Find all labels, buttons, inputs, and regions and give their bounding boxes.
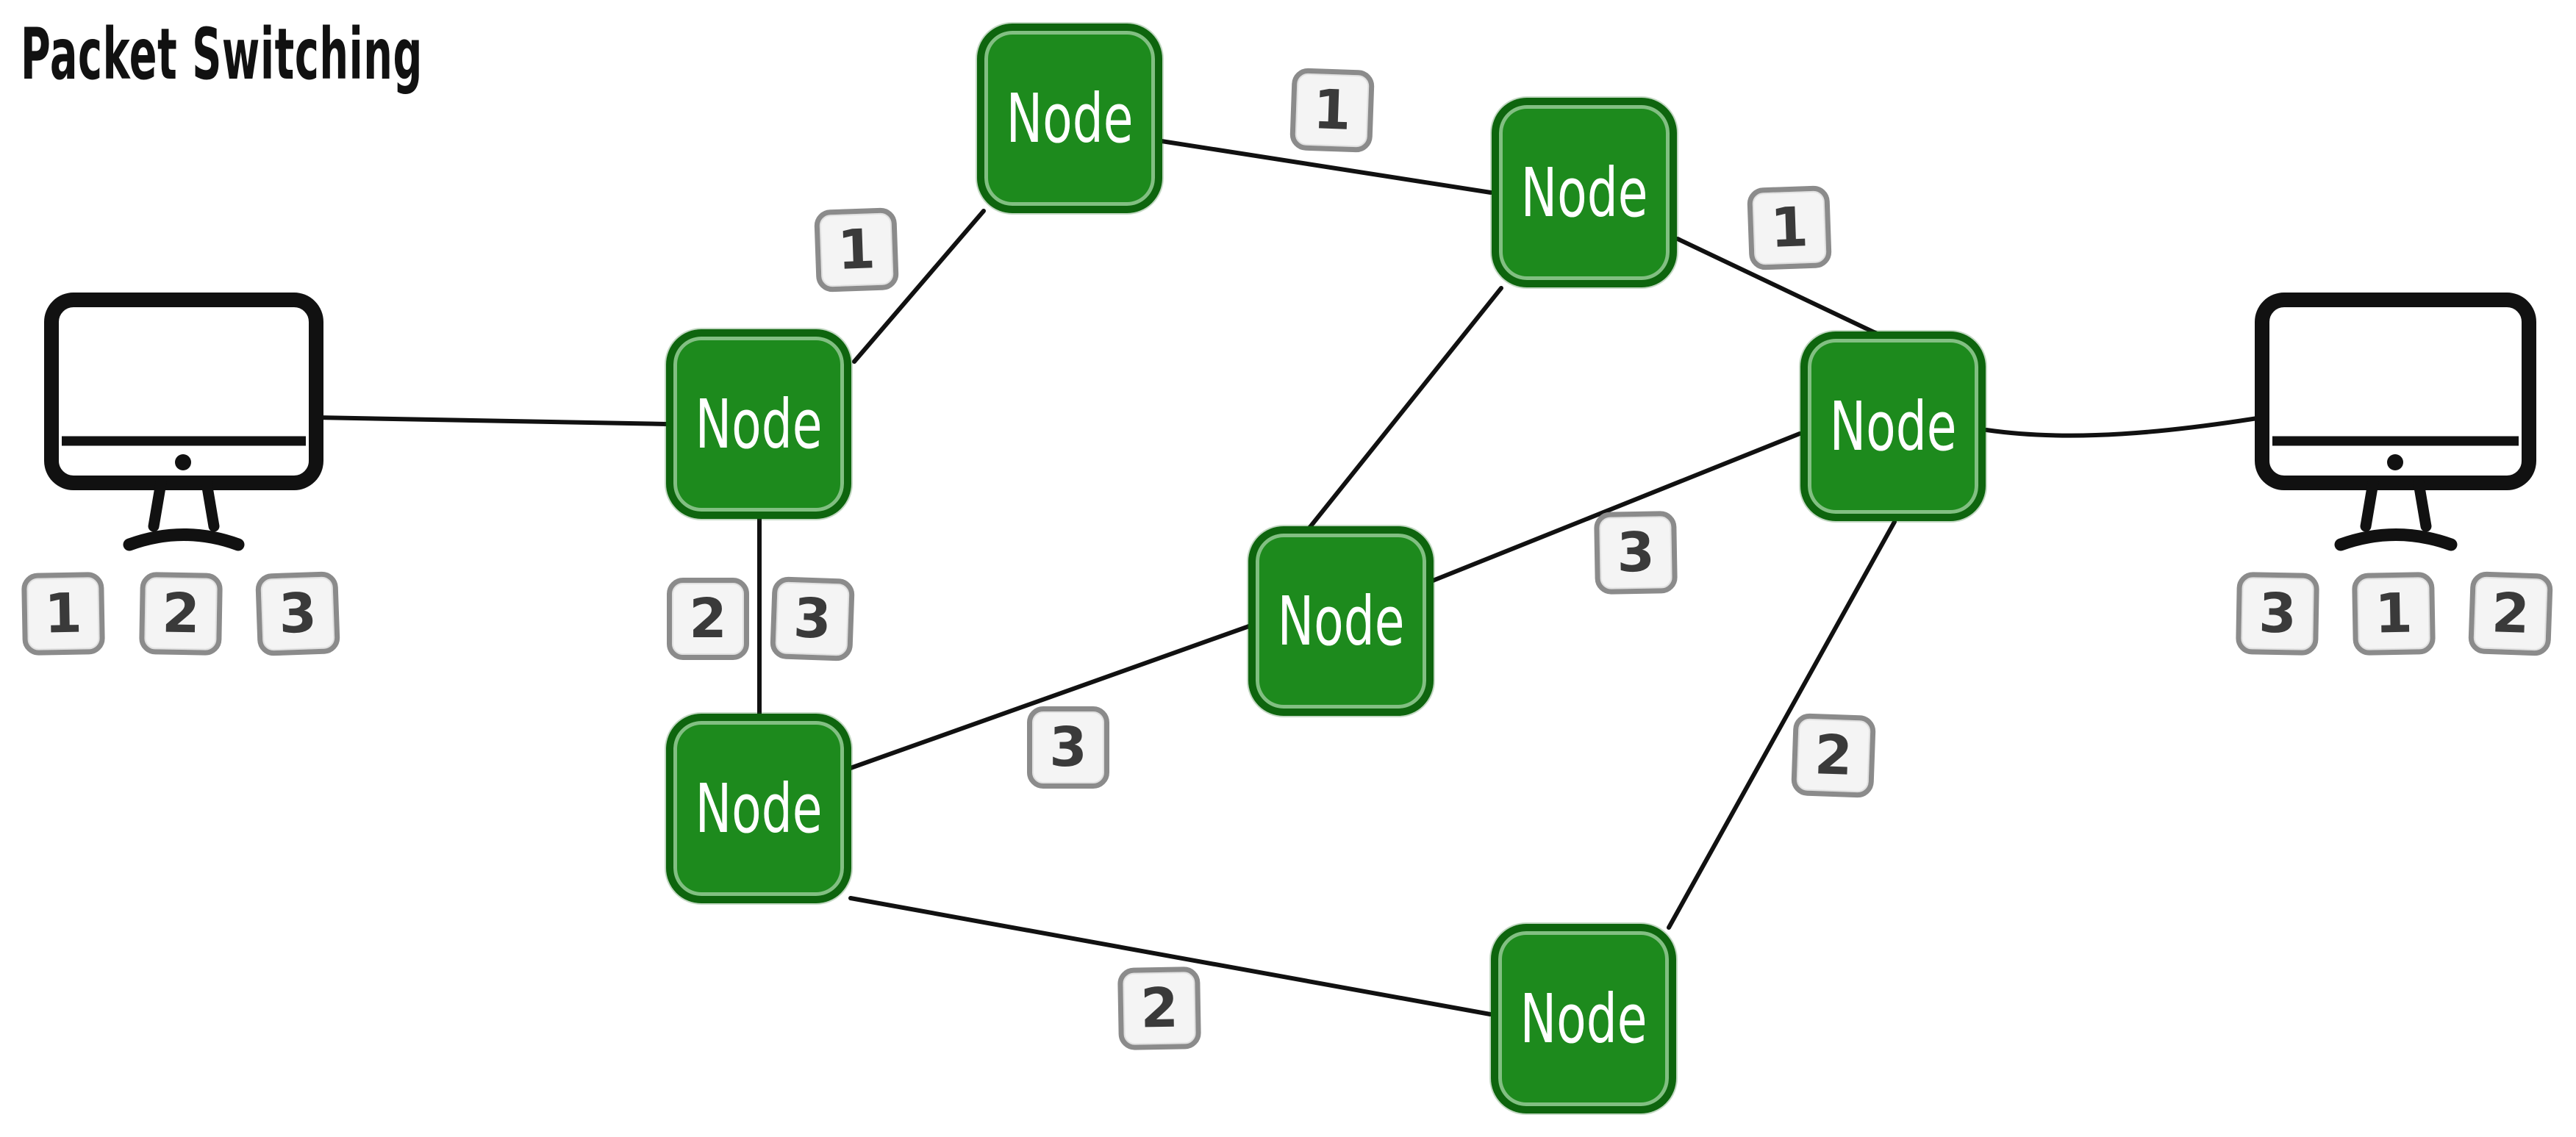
link-upper-right-to-middle xyxy=(1308,286,1503,529)
node-label: Node xyxy=(695,769,823,848)
node-top: Node xyxy=(977,24,1162,213)
link-middle-to-right-hub xyxy=(1431,431,1802,583)
right-packet-chip: 2 xyxy=(2468,571,2553,656)
label-2-queue: 2 xyxy=(667,578,749,660)
node-left-hub: Node xyxy=(666,329,851,519)
node-label: Node xyxy=(1520,153,1648,232)
node-middle: Node xyxy=(1248,526,1434,716)
label-2-hub-to-bottom: 2 xyxy=(1791,713,1876,798)
node-label: Node xyxy=(1277,581,1405,661)
right-computer-icon xyxy=(2255,293,2536,551)
right-packet-chip: 3 xyxy=(2236,572,2319,656)
link-right-hub-to-right-computer xyxy=(1984,415,2264,438)
monitor-logo-icon xyxy=(2387,454,2403,470)
node-label: Node xyxy=(1520,979,1647,1058)
node-upper-right: Node xyxy=(1492,98,1677,287)
label-3-ll-to-mid: 3 xyxy=(1027,706,1109,789)
link-top-node-to-upper-right xyxy=(1159,139,1493,195)
node-label: Node xyxy=(1006,79,1134,158)
label-1-hub-to-top: 1 xyxy=(814,207,899,293)
left-packet-chip: 3 xyxy=(255,571,340,656)
network-links xyxy=(314,139,2264,1016)
label-2-ll-to-bottom: 2 xyxy=(1117,966,1201,1050)
link-left-computer-to-hub xyxy=(314,415,669,426)
node-bottom: Node xyxy=(1491,924,1676,1113)
label-1-ur-to-hub: 1 xyxy=(1747,185,1832,270)
node-lower-left: Node xyxy=(666,714,851,903)
link-lower-left-to-bottom xyxy=(848,896,1492,1016)
right-packet-chip: 1 xyxy=(2352,572,2436,656)
left-packet-chip: 2 xyxy=(139,572,223,656)
label-3-queue: 3 xyxy=(770,576,855,661)
left-packet-chip: 1 xyxy=(21,572,105,656)
node-label: Node xyxy=(695,384,823,464)
link-lower-left-to-middle xyxy=(848,624,1251,770)
link-top-node-to-left-hub xyxy=(852,209,986,364)
label-1-top-to-ur: 1 xyxy=(1289,68,1375,153)
link-upper-right-to-right-hub xyxy=(1675,237,1892,342)
left-computer-icon xyxy=(44,293,323,551)
monitor-logo-icon xyxy=(175,454,191,470)
node-right-hub: Node xyxy=(1800,331,1986,521)
label-3-mid-to-hub: 3 xyxy=(1594,511,1678,595)
diagram-title: Packet Switching xyxy=(21,13,423,96)
node-label: Node xyxy=(1829,387,1957,466)
link-bottom-to-right-hub xyxy=(1667,520,1897,930)
